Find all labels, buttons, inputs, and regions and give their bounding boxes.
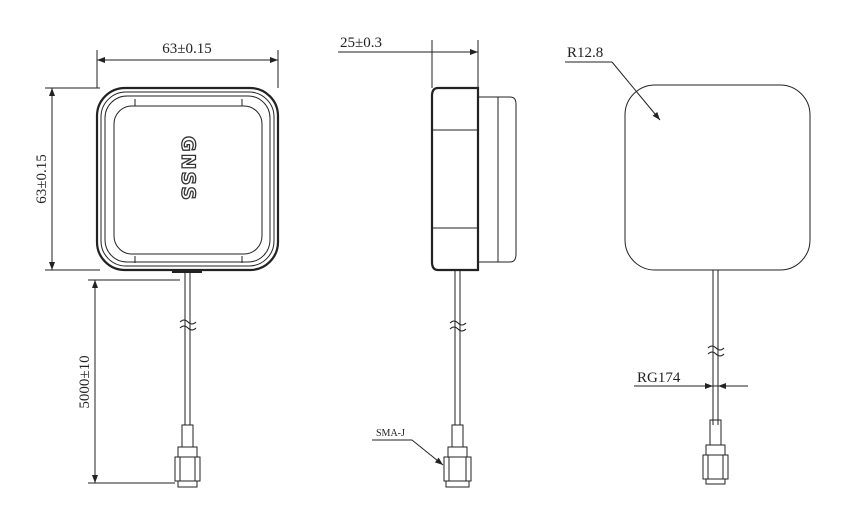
radius-label: R12.8 — [567, 45, 603, 61]
back-view: R12.8 RG174 — [565, 45, 811, 485]
gnss-logo: GNSS — [177, 136, 199, 202]
connector-label: SMA-J — [376, 428, 405, 439]
side-sma-connector — [443, 424, 472, 488]
front-face — [113, 105, 263, 255]
back-sma-connector — [702, 419, 729, 485]
cable-length-dimension: 5000±10 — [77, 355, 93, 408]
cable-type-label: RG174 — [637, 370, 681, 386]
front-view: GNSS 63±0.15 63±0.15 5000±10 — [34, 41, 280, 488]
front-sma-connector — [174, 424, 201, 488]
height-dimension: 63±0.15 — [34, 154, 50, 203]
width-dimension: 63±0.15 — [162, 41, 211, 57]
thickness-dimension: 25±0.3 — [340, 35, 382, 51]
side-body — [430, 86, 480, 272]
side-view: 25±0.3 SMA-J — [338, 35, 517, 488]
back-face — [624, 84, 811, 271]
